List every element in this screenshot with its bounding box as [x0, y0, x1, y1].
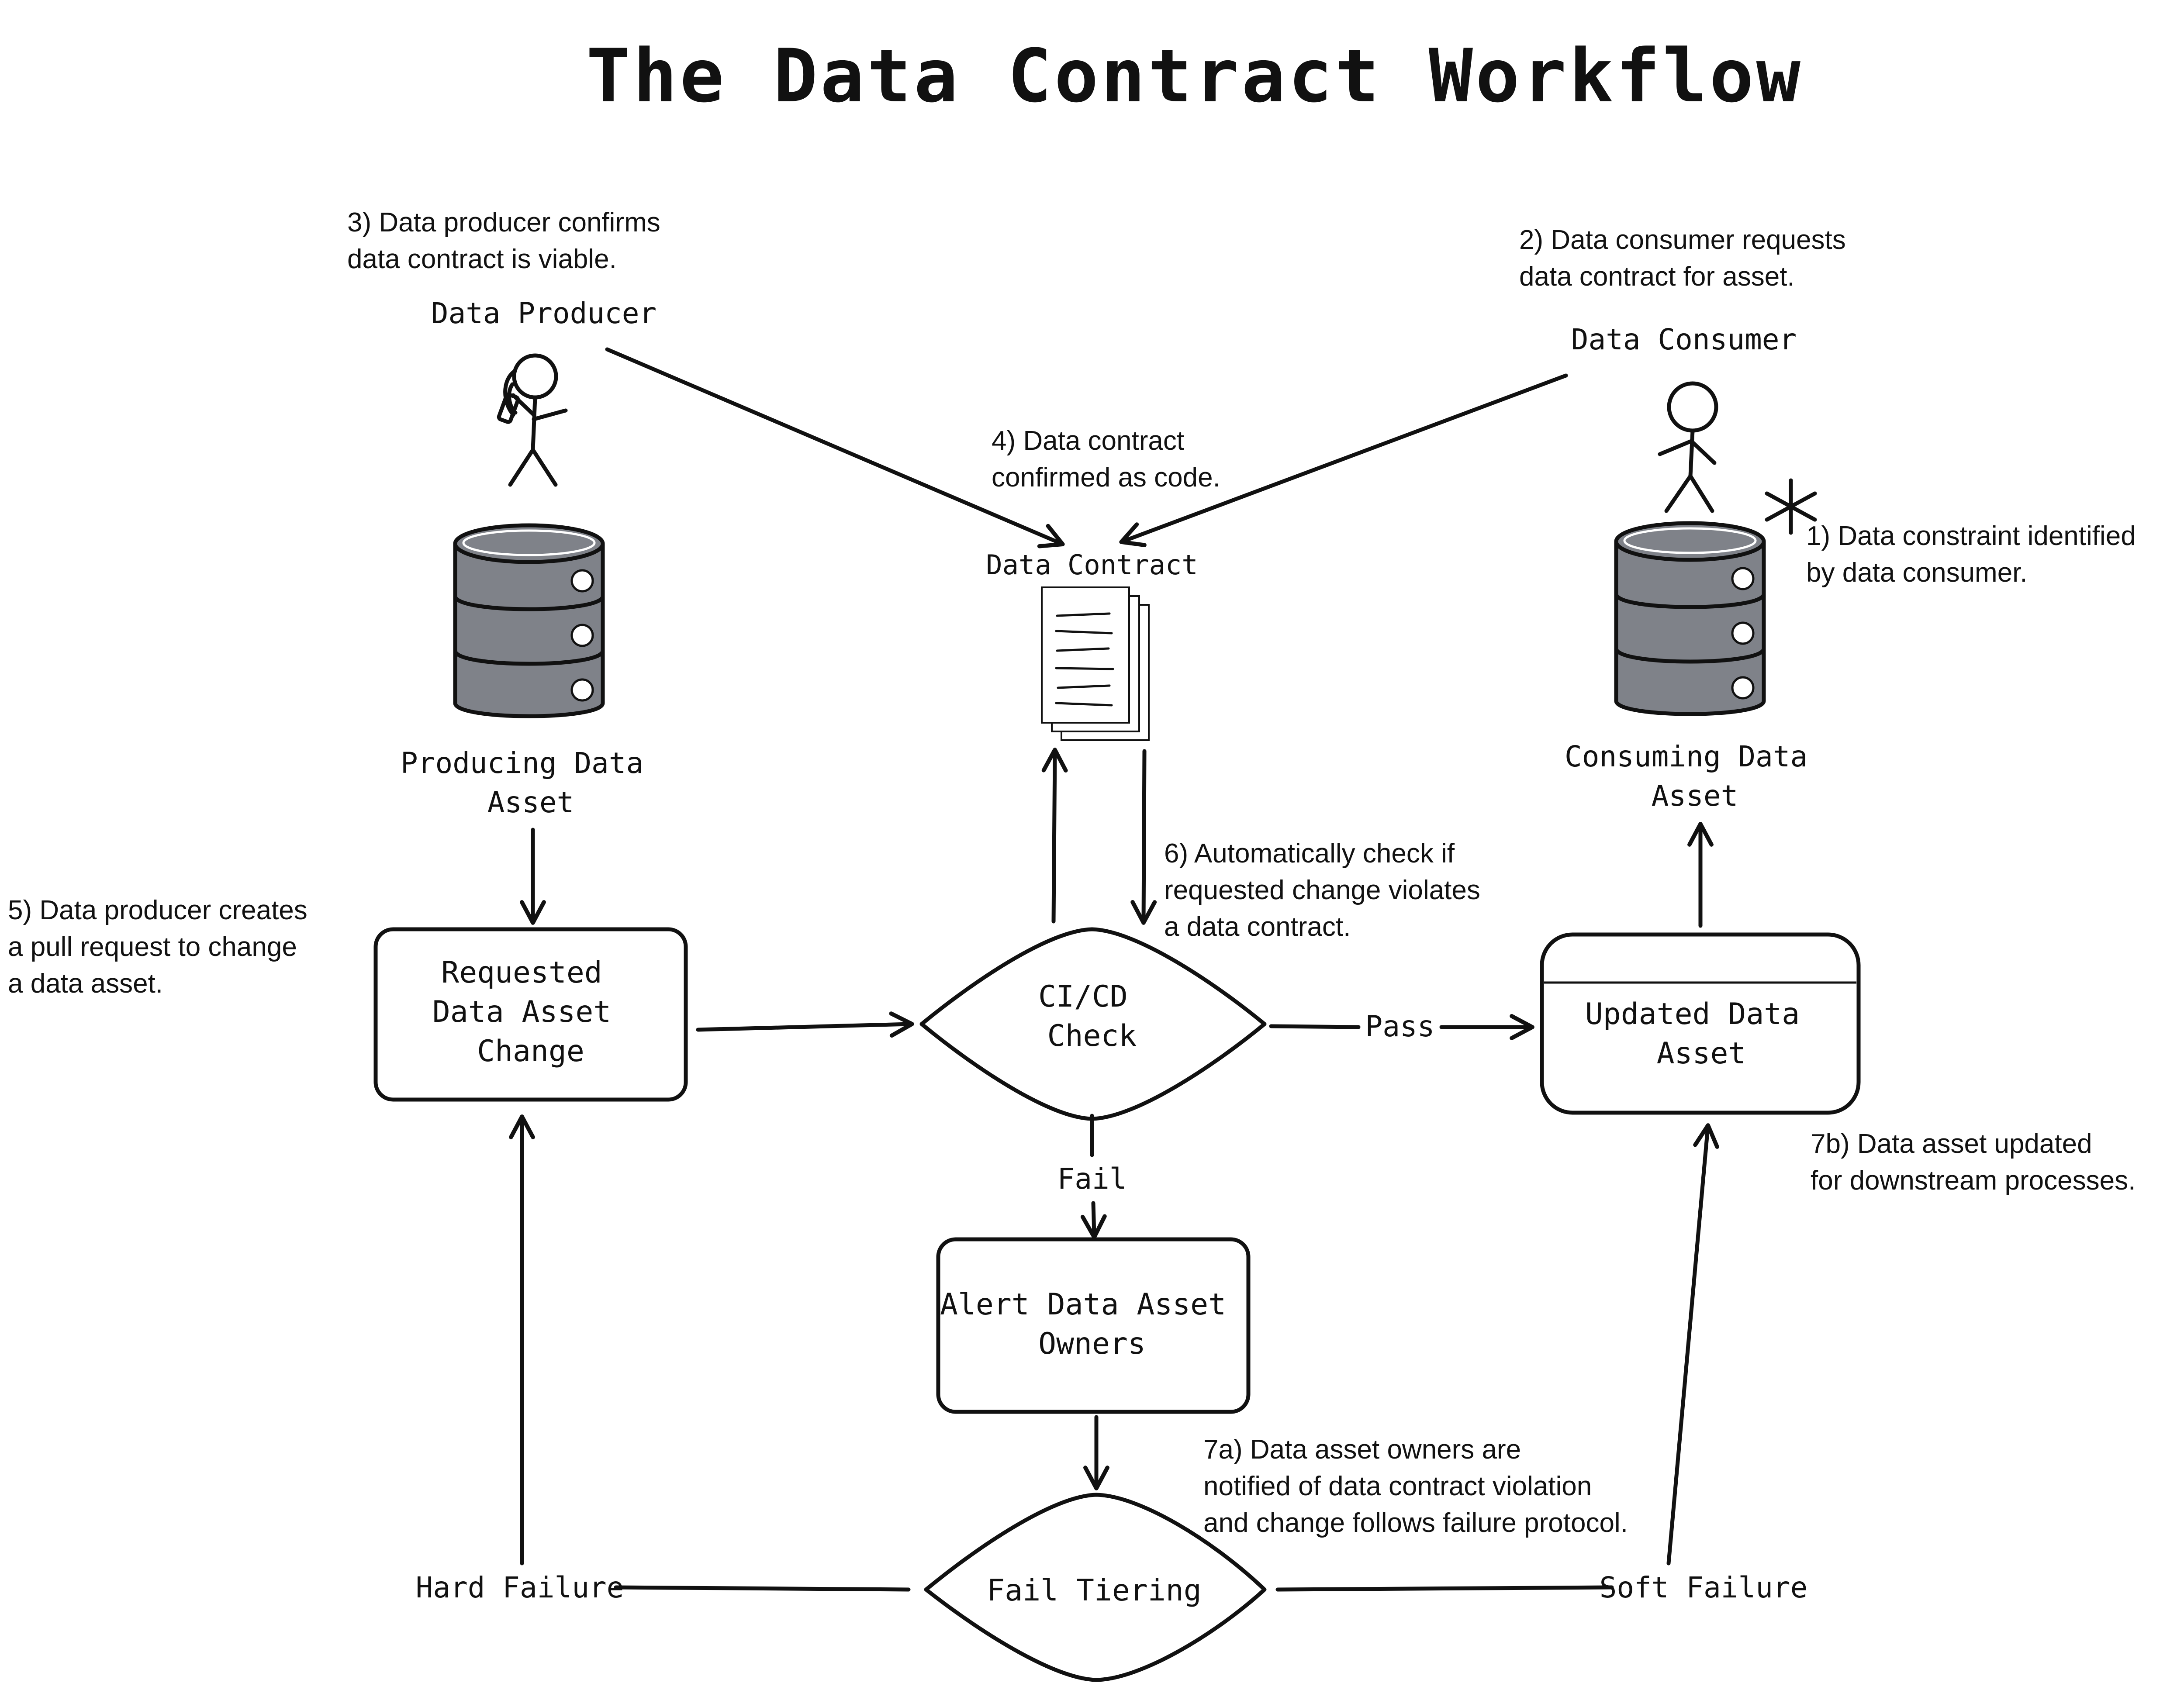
- node-requested-change: [373, 927, 688, 1102]
- database-icon: [453, 523, 605, 718]
- edge-label-fail: Fail: [1057, 1162, 1127, 1196]
- step-note-7b: 7b) Data asset updated for downstream pr…: [1811, 1129, 2136, 1196]
- step-note-6: 6) Automatically check if requested chan…: [1164, 838, 1488, 942]
- step-note-2: 2) Data consumer requests data contract …: [1519, 225, 1853, 292]
- edge-consumer-to-contract: [1119, 373, 1568, 547]
- node-label-updated-asset: Updated Data Asset: [1585, 997, 1818, 1071]
- node-alert-owners: [936, 1237, 1251, 1414]
- asterisk-icon: [1765, 478, 1817, 535]
- edge-label-hard-failure: Hard Failure: [416, 1571, 624, 1604]
- database-icon: [1614, 521, 1766, 716]
- actor-label-producer: Data Producer: [431, 297, 657, 330]
- page-title: The Data Contract Workflow: [586, 33, 1803, 119]
- edge-cicd-pass: [1269, 1024, 1361, 1029]
- node-label-data-contract: Data Contract: [986, 549, 1198, 581]
- step-note-7a: 7a) Data asset owners are notified of da…: [1203, 1435, 1628, 1538]
- step-note-1: 1) Data constraint identified by data co…: [1806, 521, 2143, 588]
- node-cicd-check: [919, 927, 1267, 1121]
- step-note-4: 4) Data contract confirmed as code.: [992, 426, 1220, 493]
- node-label-fail-tiering: Fail Tiering: [987, 1573, 1201, 1608]
- node-fail-tiering: [924, 1493, 1267, 1682]
- edge-soft-failure-up: [1666, 1123, 1719, 1566]
- actor-label-consumer: Data Consumer: [1571, 323, 1797, 356]
- stick-figure-icon: [1658, 381, 1718, 513]
- edge-cicd-fail-arrow: [1080, 1201, 1107, 1239]
- edge-requested-to-cicd: [696, 1011, 914, 1038]
- node-label-alert-owners: Alert Data Asset Owners: [940, 1287, 1244, 1361]
- edge-producer-to-contract: [605, 347, 1065, 548]
- node-updated-asset: [1540, 932, 1861, 1115]
- node-label-cicd-check: CI/CD Check: [1038, 979, 1146, 1053]
- node-label-consuming-asset: Consuming Data Asset: [1565, 740, 1825, 813]
- node-label-producing-asset: Producing Data Asset: [401, 746, 661, 819]
- edge-soft-failure: [1275, 1585, 1614, 1592]
- step-note-5: 5) Data producer creates a pull request …: [8, 895, 315, 999]
- document-stack-icon: [1041, 586, 1150, 741]
- step-note-3: 3) Data producer confirms data contract …: [347, 207, 668, 274]
- edge-label-pass: Pass: [1365, 1010, 1435, 1043]
- stick-figure-with-phone-icon: [497, 353, 568, 487]
- edge-label-soft-failure: Soft Failure: [1600, 1571, 1808, 1604]
- edge-hard-failure: [614, 1585, 911, 1592]
- edge-cicd-to-contract: [1041, 748, 1068, 924]
- node-label-requested-change: Requested Data Asset Change: [432, 955, 629, 1069]
